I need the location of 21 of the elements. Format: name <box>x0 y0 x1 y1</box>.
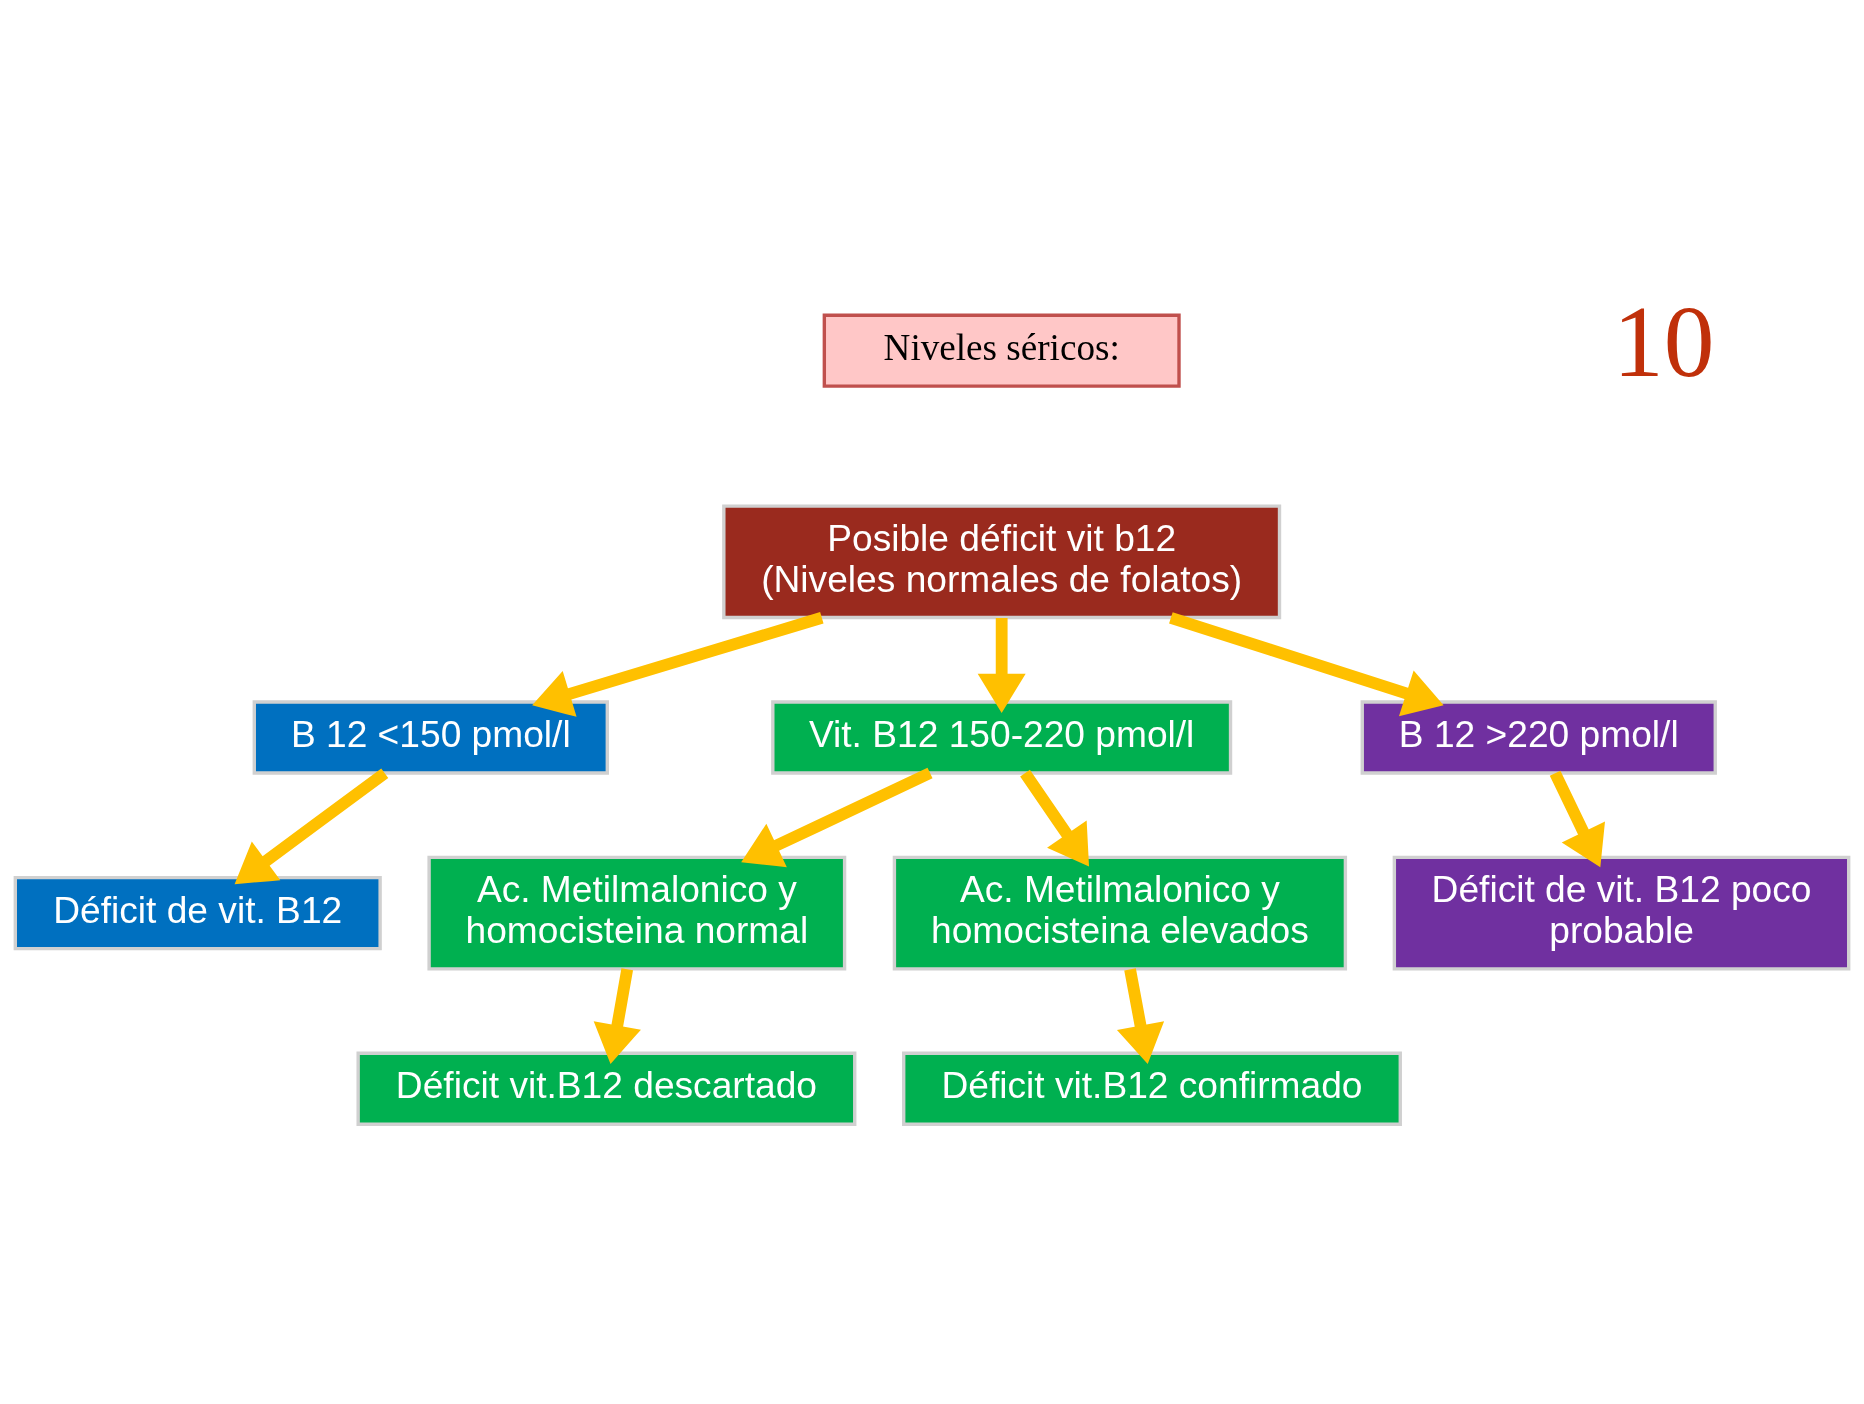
node-box: Vit. B12 150-220 pmol/l <box>771 700 1233 775</box>
arrow <box>532 612 824 717</box>
node-box: Ac. Metilmalonico y homocisteina elevados <box>892 855 1348 971</box>
node-box: Déficit de vit. B12 <box>13 875 382 951</box>
arrow <box>741 767 933 868</box>
arrow <box>1169 612 1444 717</box>
node-box: Posible déficit vit b12 (Niveles normales de folatos) <box>722 504 1282 620</box>
node-box: B 12 >220 pmol/l <box>1360 700 1717 775</box>
node-box: Déficit vit.B12 descartado <box>356 1051 857 1126</box>
arrow <box>1549 770 1605 868</box>
node-box: Niveles séricos: <box>822 313 1181 388</box>
node-box: Ac. Metilmalonico y homocisteina normal <box>427 855 847 971</box>
node-box: B 12 <150 pmol/l <box>252 700 609 775</box>
arrow <box>977 618 1026 713</box>
arrow <box>234 768 389 885</box>
node-box: Déficit vit.B12 confirmado <box>902 1051 1402 1126</box>
arrow <box>1116 968 1165 1065</box>
arrow <box>1020 769 1090 867</box>
arrow <box>593 968 641 1065</box>
label: 10 <box>1613 286 1715 399</box>
node-box: Déficit de vit. B12 poco probable <box>1392 855 1851 971</box>
